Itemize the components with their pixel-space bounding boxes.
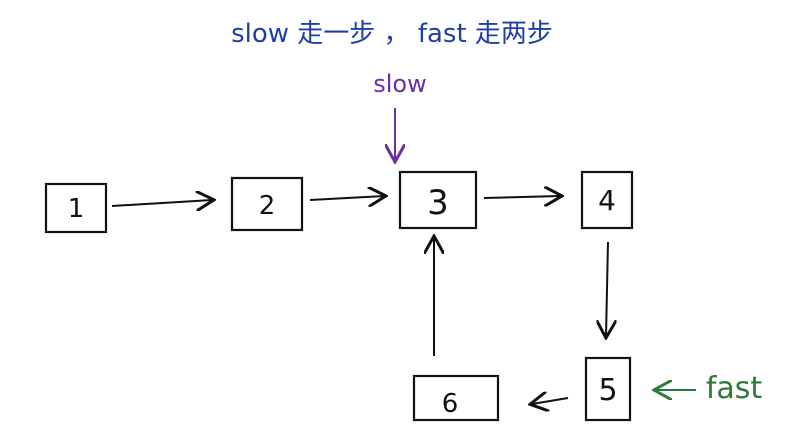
node-1-label: 1 [68, 194, 85, 224]
edge-4-to-5 [606, 241, 608, 336]
slow-pointer-label: slow [373, 70, 426, 98]
node-2-label: 2 [259, 191, 276, 221]
node-4: 4 [580, 170, 634, 230]
node-5: 5 [584, 356, 632, 422]
fast-pointer-label: fast [706, 371, 763, 406]
node-5-label: 5 [598, 373, 617, 408]
edge-3-to-4 [483, 196, 560, 198]
diagram-heading: slow 走一步 ， fast 走两步 [231, 19, 553, 49]
edge-5-to-6 [532, 398, 569, 404]
node-3: 3 [398, 170, 478, 230]
node-1: 1 [44, 182, 108, 234]
node-3-label: 3 [427, 183, 449, 223]
node-2: 2 [230, 176, 304, 232]
node-6: 6 [412, 374, 500, 422]
edge-1-to-2 [111, 200, 212, 206]
node-4-label: 4 [598, 184, 616, 217]
node-6-label: 6 [442, 389, 459, 419]
edge-2-to-3 [309, 196, 384, 200]
